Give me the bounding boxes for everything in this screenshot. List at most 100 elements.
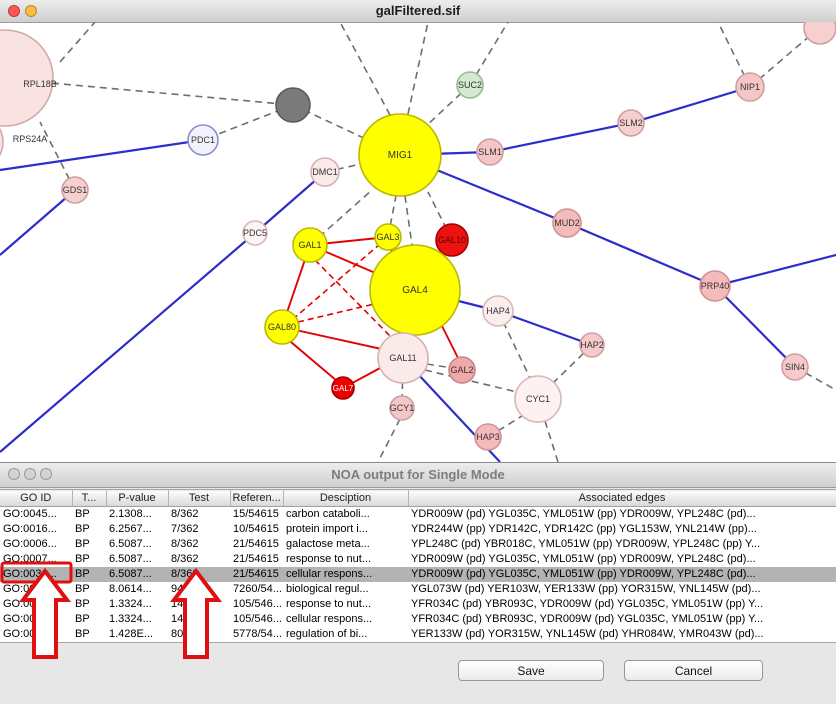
network-edge[interactable] bbox=[424, 84, 471, 128]
network-window-titlebar[interactable]: galFiltered.sif bbox=[0, 0, 836, 23]
table-cell[interactable]: BP bbox=[75, 523, 90, 535]
noa-window-titlebar[interactable]: NOA output for Single Mode bbox=[0, 463, 836, 488]
network-node-gal7[interactable]: GAL7 bbox=[331, 376, 355, 400]
table-cell[interactable]: 1.3324... bbox=[109, 598, 152, 610]
network-edge[interactable] bbox=[59, 22, 96, 63]
network-edge[interactable] bbox=[254, 171, 326, 234]
table-cell[interactable]: YGL073W (pd) YER103W, YER133W (pp) YOR31… bbox=[411, 583, 761, 595]
network-node-hap2[interactable]: HAP2 bbox=[579, 332, 605, 358]
table-cell[interactable]: YDR009W (pd) YGL035C, YML051W (pp) YDR00… bbox=[411, 553, 756, 565]
table-cell[interactable]: GO:0016... bbox=[3, 523, 57, 535]
network-node-gal10[interactable]: GAL10 bbox=[435, 223, 469, 257]
table-cell[interactable]: 21/54615 bbox=[233, 553, 279, 565]
network-edge[interactable] bbox=[439, 321, 461, 363]
column-header-1[interactable]: T... bbox=[72, 489, 107, 507]
column-header-3[interactable]: Test bbox=[168, 489, 231, 507]
table-cell[interactable]: cellular respons... bbox=[286, 613, 373, 625]
table-cell[interactable]: BP bbox=[75, 583, 90, 595]
network-node-sin4[interactable]: SIN4 bbox=[781, 353, 809, 381]
table-cell[interactable]: 1.428E... bbox=[109, 628, 154, 640]
table-cell[interactable]: 7/362 bbox=[171, 523, 199, 535]
network-node-gal3[interactable]: GAL3 bbox=[374, 223, 402, 251]
network-node-suc2[interactable]: SUC2 bbox=[456, 71, 484, 99]
network-node-rpl18b[interactable]: RPL18B bbox=[0, 29, 57, 127]
network-node-gal4[interactable]: GAL4 bbox=[369, 244, 461, 336]
network-edge[interactable] bbox=[489, 121, 632, 154]
table-cell[interactable]: 1.3324... bbox=[109, 613, 152, 625]
network-node-corner-tr[interactable] bbox=[803, 22, 836, 45]
table-cell[interactable]: 105/546... bbox=[233, 613, 282, 625]
column-header-4[interactable]: Referen... bbox=[230, 489, 284, 507]
table-cell[interactable]: YFR034C (pd) YBR093C, YDR009W (pd) YGL03… bbox=[411, 613, 764, 625]
table-cell[interactable]: galactose meta... bbox=[286, 538, 370, 550]
table-cell[interactable]: 10/54615 bbox=[233, 523, 279, 535]
network-node-nip1[interactable]: NIP1 bbox=[735, 72, 765, 102]
table-cell[interactable]: YER133W (pd) YOR315W, YNL145W (pd) YHR08… bbox=[411, 628, 764, 640]
network-edge[interactable] bbox=[544, 420, 559, 462]
network-node-pdc1[interactable]: PDC1 bbox=[187, 124, 219, 156]
network-edge[interactable] bbox=[426, 363, 453, 369]
table-cell[interactable]: 7260/54... bbox=[233, 583, 282, 595]
network-edge[interactable] bbox=[377, 418, 401, 462]
network-edge[interactable] bbox=[794, 366, 836, 391]
network-node-hap3[interactable]: HAP3 bbox=[474, 423, 502, 451]
table-cell[interactable]: 21/54615 bbox=[233, 538, 279, 550]
network-node-slm1[interactable]: SLM1 bbox=[476, 138, 504, 166]
table-cell[interactable]: YDR244W (pp) YDR142C, YDR142C (pp) YGL15… bbox=[411, 523, 757, 535]
network-edge[interactable] bbox=[407, 22, 429, 115]
table-cell[interactable]: GO:0031... bbox=[0, 567, 72, 582]
network-node-unnamed-gray[interactable] bbox=[275, 87, 311, 123]
network-node-gcy1[interactable]: GCY1 bbox=[389, 395, 415, 421]
table-cell[interactable]: 8/362 bbox=[168, 567, 230, 582]
network-node-dmc1[interactable]: DMC1 bbox=[310, 157, 340, 187]
network-edge[interactable] bbox=[404, 195, 413, 246]
network-edge[interactable] bbox=[714, 253, 836, 288]
table-row[interactable]: GO:0016... BP 6.2567... 7/362 10/54615 protei… bbox=[0, 522, 836, 537]
network-edge[interactable] bbox=[297, 303, 375, 323]
table-cell[interactable]: 94/362 bbox=[171, 583, 205, 595]
table-cell[interactable]: 6.5087... bbox=[109, 553, 152, 565]
table-cell[interactable]: GO:0045... bbox=[3, 508, 57, 520]
table-cell[interactable]: BP bbox=[75, 613, 90, 625]
minimize-button[interactable] bbox=[24, 468, 36, 480]
table-cell[interactable]: 5778/54... bbox=[233, 628, 282, 640]
table-cell[interactable]: response to nut... bbox=[286, 553, 371, 565]
network-edge[interactable] bbox=[0, 138, 204, 172]
table-cell[interactable]: 14/362 bbox=[171, 613, 205, 625]
table-cell[interactable]: biological regul... bbox=[286, 583, 369, 595]
network-edge[interactable] bbox=[314, 259, 393, 339]
table-cell[interactable]: YDR009W (pd) YGL035C, YML051W (pp) YDR00… bbox=[411, 508, 756, 520]
table-cell[interactable]: GO:0006... bbox=[3, 538, 57, 550]
table-cell[interactable]: 15/54615 bbox=[233, 508, 279, 520]
table-cell[interactable]: 14/362 bbox=[171, 598, 205, 610]
table-cell[interactable]: BP bbox=[75, 553, 90, 565]
table-cell[interactable]: protein import i... bbox=[286, 523, 368, 535]
table-cell[interactable]: 6.5087... bbox=[109, 538, 152, 550]
table-cell[interactable]: BP bbox=[75, 628, 90, 640]
table-cell[interactable]: BP bbox=[75, 508, 90, 520]
table-cell[interactable]: 6.2567... bbox=[109, 523, 152, 535]
column-header-0[interactable]: GO ID bbox=[0, 489, 73, 507]
network-node-slm2[interactable]: SLM2 bbox=[617, 109, 645, 137]
network-edge[interactable] bbox=[424, 369, 518, 393]
table-cell[interactable]: 2.1308... bbox=[109, 508, 152, 520]
column-header-6[interactable]: Associated edges bbox=[408, 489, 836, 507]
table-cell[interactable]: GO:0031... bbox=[3, 598, 57, 610]
minimize-button[interactable] bbox=[25, 5, 37, 17]
table-cell[interactable]: cellular respons... bbox=[283, 567, 408, 582]
table-cell[interactable]: 21/54615 bbox=[230, 567, 283, 582]
network-edge[interactable] bbox=[339, 22, 391, 116]
table-cell[interactable]: GO:0007... bbox=[3, 553, 57, 565]
table-cell[interactable]: 8/362 bbox=[171, 508, 199, 520]
table-cell[interactable]: 80/362 bbox=[171, 628, 205, 640]
network-node-hap4[interactable]: HAP4 bbox=[482, 295, 514, 327]
table-cell[interactable]: BP bbox=[75, 598, 90, 610]
cancel-button[interactable]: Cancel bbox=[624, 660, 763, 681]
